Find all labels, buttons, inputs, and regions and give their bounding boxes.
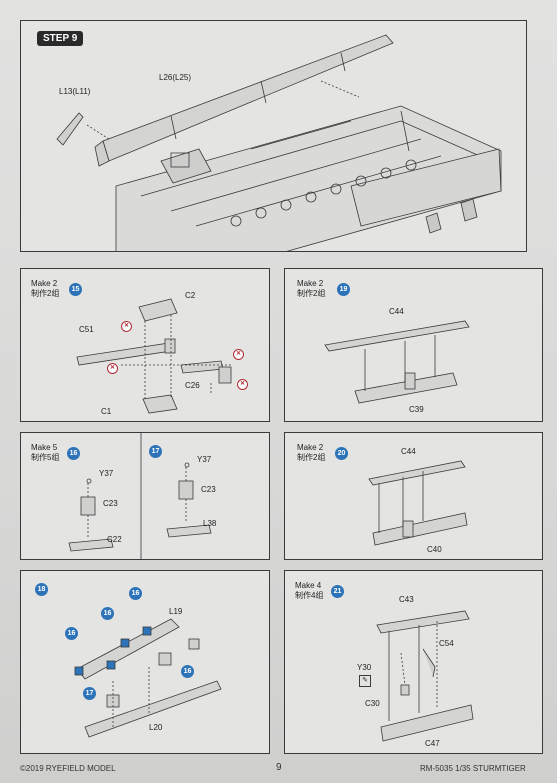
part-l20: L20 [149, 723, 163, 732]
footer-product-code: RM-5035 1/35 STURMTIGER [420, 764, 526, 773]
part-c44: C44 [389, 307, 404, 316]
part-c54: C54 [439, 639, 454, 648]
part-c47: C47 [425, 739, 440, 748]
step-number-18: 18 [35, 583, 48, 596]
step-badge: STEP 9 [37, 31, 84, 46]
part-label-l26: L26(L25) [159, 73, 192, 82]
callout-17: 17 [83, 687, 96, 700]
part-c51: C51 [79, 325, 94, 334]
substep-15-drawing [76, 298, 232, 414]
callout-16: 16 [101, 607, 114, 620]
step-number-20: 20 [335, 447, 348, 460]
substep-21-drawing [376, 610, 474, 742]
part-label-l13: L13(L11) [59, 87, 91, 96]
step-number-19: 19 [337, 283, 350, 296]
callout-16: 16 [65, 627, 78, 640]
make-count-cn: 制作4组 [295, 591, 324, 600]
make-count: Make 5 [31, 443, 58, 452]
footer-copyright: ©2019 RYEFIELD MODEL [20, 764, 116, 773]
step9-hull-drawing [56, 34, 502, 251]
step-number-15: 15 [69, 283, 82, 296]
callout-16: 16 [181, 665, 194, 678]
part-c43: C43 [399, 595, 414, 604]
step9-panel: STEP 9 L13(L11) L26(L25) [20, 20, 527, 252]
step-number-17: 17 [149, 445, 162, 458]
part-c2: C2 [185, 291, 196, 300]
substep-20-drawing [368, 460, 468, 546]
make-count: Make 4 [295, 581, 322, 590]
substep-19-drawing [324, 320, 470, 404]
part-c44: C44 [401, 447, 416, 456]
part-c40: C40 [427, 545, 442, 554]
part-c30: C30 [365, 699, 380, 708]
sanding-icon: ✎ [359, 675, 371, 687]
make-count-cn: 制作5组 [31, 453, 60, 462]
step-number-16: 16 [67, 447, 80, 460]
part-l38: L38 [203, 519, 217, 528]
substep-18-drawing [74, 618, 222, 738]
page-number: 9 [276, 762, 282, 773]
substep-18-panel: 18 16 16 16 16 17 L19 L20 [20, 570, 270, 754]
part-c1: C1 [101, 407, 112, 416]
make-count-cn: 制作2组 [31, 289, 60, 298]
glue-warning-icon: ✕ [107, 363, 118, 374]
make-count-cn: 制作2组 [297, 453, 326, 462]
part-y37: Y37 [99, 469, 114, 478]
callout-16: 16 [129, 587, 142, 600]
part-l19: L19 [169, 607, 183, 616]
part-c22: C22 [107, 535, 122, 544]
part-c23: C23 [103, 499, 118, 508]
make-count: Make 2 [297, 443, 324, 452]
glue-warning-icon: ✕ [121, 321, 132, 332]
glue-warning-icon: ✕ [233, 349, 244, 360]
part-y37: Y37 [197, 455, 212, 464]
part-c23: C23 [201, 485, 216, 494]
make-count: Make 2 [297, 279, 324, 288]
part-c39: C39 [409, 405, 424, 414]
make-count-cn: 制作2组 [297, 289, 326, 298]
part-c26: C26 [185, 381, 200, 390]
substep-16-17-drawing [68, 433, 212, 559]
glue-warning-icon: ✕ [237, 379, 248, 390]
make-count: Make 2 [31, 279, 58, 288]
part-y30: Y30 [357, 663, 372, 672]
step-number-21: 21 [331, 585, 344, 598]
